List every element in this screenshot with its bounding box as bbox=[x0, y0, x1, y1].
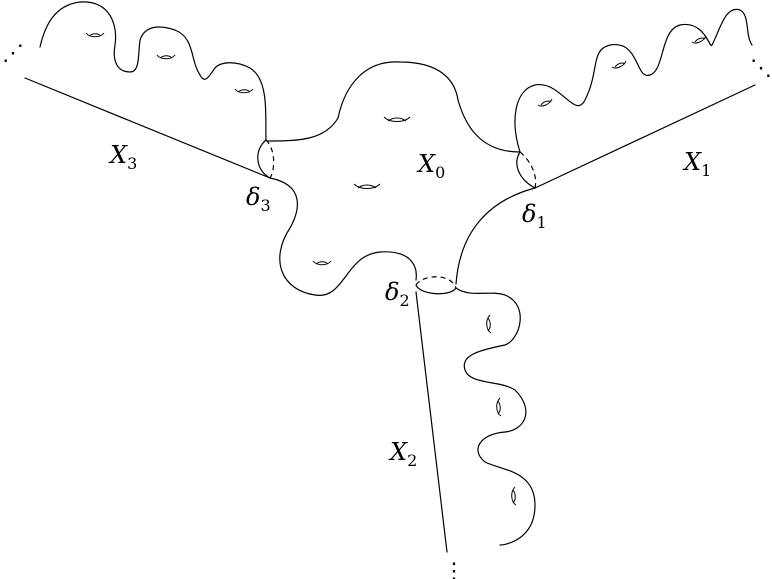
handle-icon bbox=[86, 33, 706, 505]
arm-2-wavy-edge bbox=[456, 288, 535, 545]
label-x0: X0 bbox=[416, 150, 445, 182]
label-x2: X2 bbox=[388, 438, 417, 470]
center-piece-top-boundary bbox=[267, 62, 520, 152]
arm-3-straight-edge bbox=[25, 78, 270, 178]
delta-1-front bbox=[517, 152, 535, 188]
delta-3-front bbox=[258, 140, 270, 178]
delta-3-back bbox=[266, 140, 274, 178]
arm-2-straight-edge bbox=[416, 292, 447, 552]
label-delta1: δ1 bbox=[522, 200, 547, 232]
arm-1-wavy-edge bbox=[515, 9, 752, 152]
ellipsis-bottom: ⋮ bbox=[443, 559, 465, 579]
ellipsis-top-right: ⋱ bbox=[750, 56, 772, 81]
label-delta2: δ2 bbox=[385, 278, 410, 310]
ellipsis-top-left: ⋰ bbox=[2, 41, 24, 66]
arm-3-wavy-edge bbox=[40, 2, 266, 140]
delta-2-front bbox=[416, 285, 456, 294]
label-delta3: δ3 bbox=[246, 183, 271, 215]
label-x3: X3 bbox=[108, 141, 137, 173]
delta-2-back bbox=[416, 277, 456, 288]
label-x1: X1 bbox=[682, 148, 711, 180]
